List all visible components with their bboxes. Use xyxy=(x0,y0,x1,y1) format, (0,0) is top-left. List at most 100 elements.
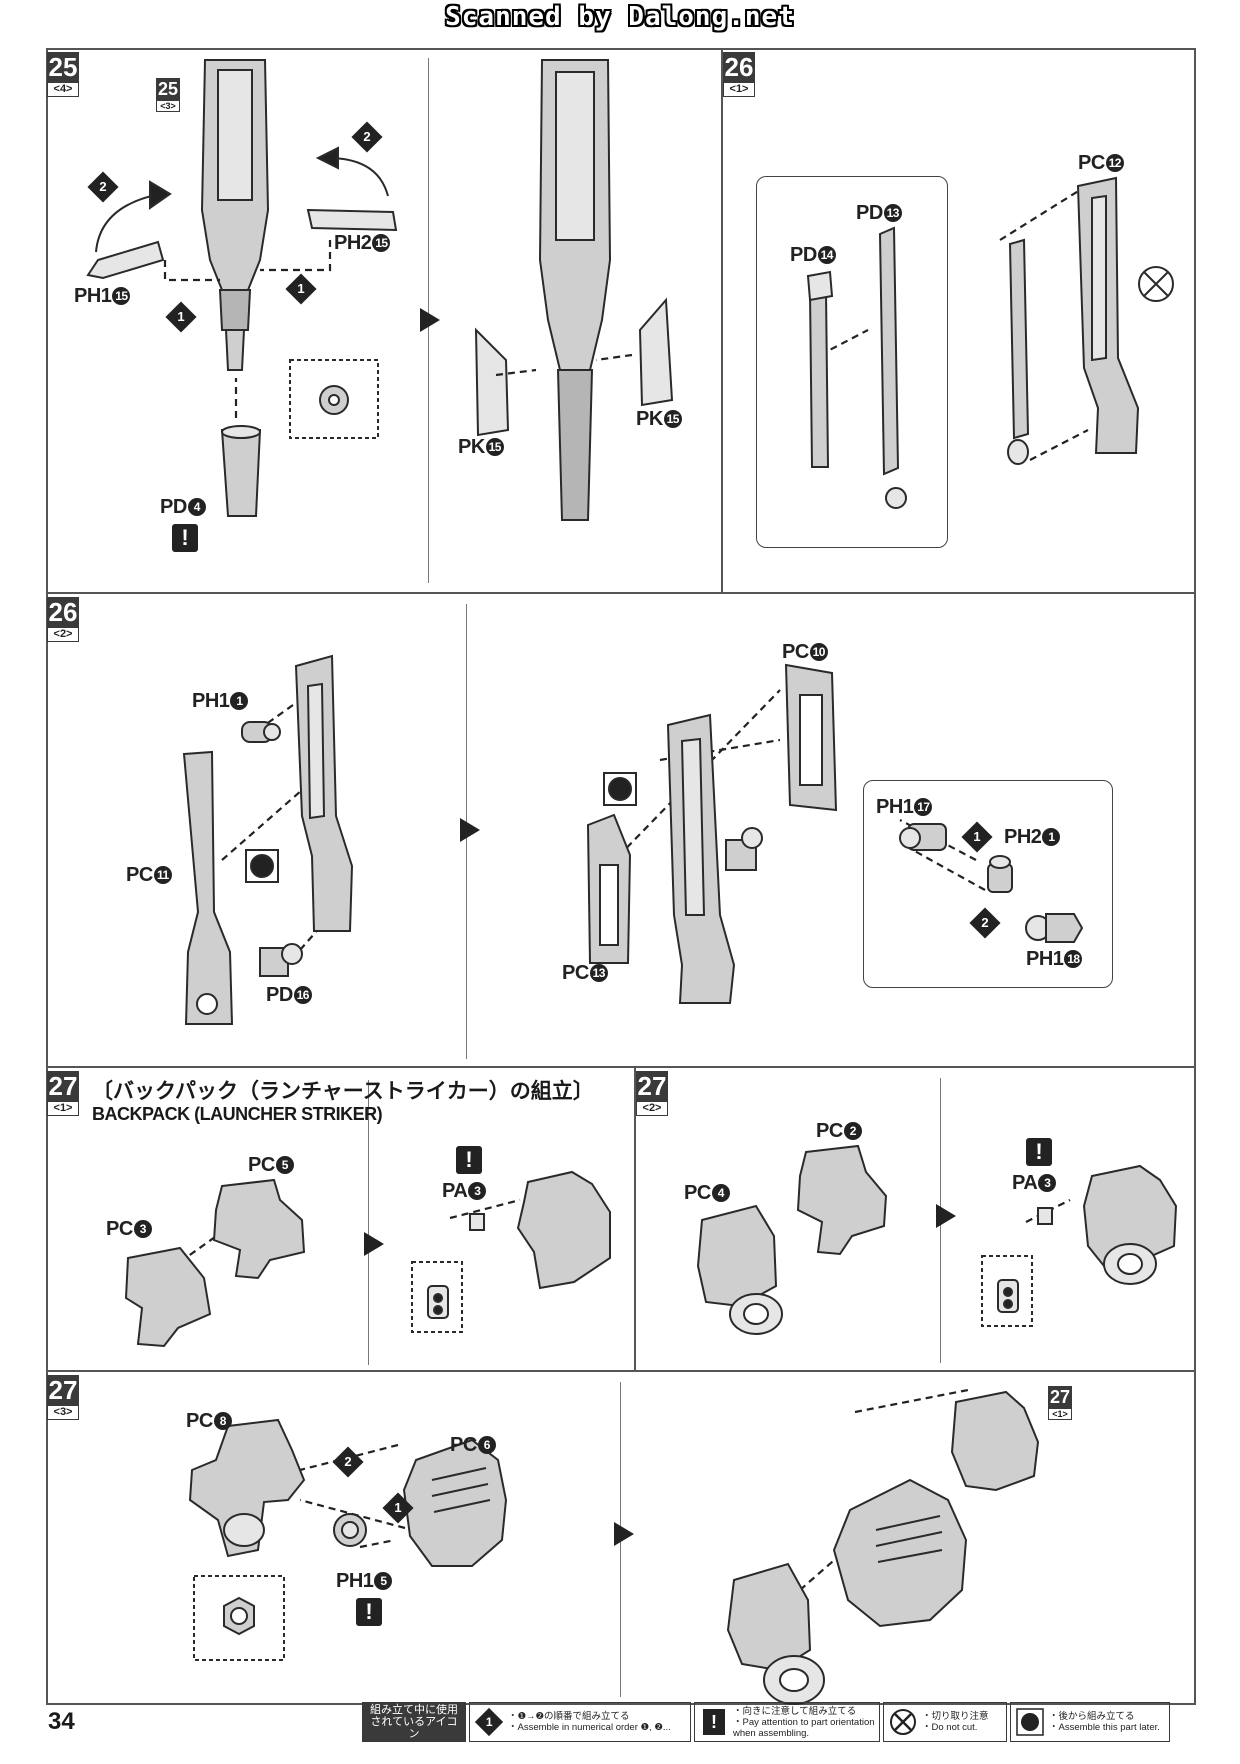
next-step-arrow xyxy=(460,818,480,842)
order-mark-1: 1 xyxy=(961,821,993,853)
row-divider xyxy=(46,1066,1196,1068)
symbol-legend: 組み立て中に使用されているアイコン Symbols used in instru… xyxy=(362,1702,1170,1762)
pa3-detail-box xyxy=(411,1261,463,1333)
sub-step-divider xyxy=(368,1080,369,1365)
legend-header: 組み立て中に使用されているアイコン Symbols used in instru… xyxy=(362,1702,466,1762)
order-mark-1: 1 xyxy=(285,273,317,305)
ref-step-27-1: 27<1> xyxy=(1048,1386,1072,1420)
assemble-later-icon xyxy=(603,772,637,806)
next-step-arrow xyxy=(936,1204,956,1228)
backpack-side-part xyxy=(726,1562,825,1705)
legend-item-do-not-cut: ・切り取り注意・Do not cut. xyxy=(883,1702,1007,1742)
order-mark-2: 2 xyxy=(351,121,383,153)
warning-icon: ! xyxy=(172,524,198,552)
row-divider xyxy=(46,592,1196,594)
callout-box xyxy=(863,780,1113,988)
next-step-arrow xyxy=(614,1522,634,1546)
callout-box xyxy=(756,176,948,548)
backpack-body-part xyxy=(832,1478,968,1628)
launcher-barrel-part xyxy=(200,59,270,371)
col-divider xyxy=(721,48,723,593)
pd16-joint-part xyxy=(259,943,303,977)
page-number: 34 xyxy=(48,1708,75,1735)
ph1-17-part xyxy=(899,823,947,851)
ph1-15-fin-part xyxy=(86,240,165,280)
pd14-rod-part xyxy=(806,270,834,468)
pc11-frame-part xyxy=(182,750,234,1025)
pc12-frame-part xyxy=(1076,176,1140,454)
warning-icon: ! xyxy=(356,1598,382,1626)
ph1-5-detail-box xyxy=(193,1575,285,1661)
warning-icon: ! xyxy=(1026,1138,1052,1166)
step-number-26-1: 26<1> xyxy=(723,52,755,97)
assemble-later-icon xyxy=(1015,1707,1045,1737)
pc4-assembled-part xyxy=(1082,1164,1178,1285)
ph1-1-peg-part xyxy=(241,721,281,743)
col-divider xyxy=(634,1066,636,1371)
section-title-jp: 〔バックパック（ランチャーストライカー）の組立〕 xyxy=(92,1080,594,1103)
rotate-arrow xyxy=(95,180,172,253)
order-mark-1: 1 xyxy=(382,1492,414,1524)
scan-watermark: Scanned by Dalong.net xyxy=(445,2,795,32)
step-number-25-4: 25<4> xyxy=(47,52,79,97)
assembled-barrel-part xyxy=(538,59,612,521)
instruction-frame xyxy=(46,48,1196,1705)
rotate-arrow xyxy=(315,146,389,197)
pa3-detail-box xyxy=(981,1255,1033,1327)
warning-icon: ! xyxy=(456,1146,482,1174)
pc8-part xyxy=(188,1418,306,1558)
ph2-1-part xyxy=(987,855,1013,893)
row-divider xyxy=(46,1370,1196,1372)
order-mark-2: 2 xyxy=(969,907,1001,939)
pc5-assembled-part xyxy=(516,1170,611,1290)
legend-item-assemble-later: ・後から組み立てる・Assemble this part later. xyxy=(1010,1702,1170,1742)
ph1-5-part xyxy=(333,1513,367,1547)
ref-step-25-3: 25<3> xyxy=(156,78,180,112)
legend-item-order: 1 ・❶→❷の順番で組み立てる・Assemble in numerical or… xyxy=(469,1702,691,1742)
ph2-15-fin-part xyxy=(306,208,398,232)
pc2-part xyxy=(796,1144,888,1256)
section-title-en: BACKPACK (LAUNCHER STRIKER) xyxy=(92,1104,383,1124)
order-mark-2: 2 xyxy=(332,1446,364,1478)
pc6-part xyxy=(402,1438,508,1567)
rod-assembly-part xyxy=(1007,238,1030,465)
next-step-arrow xyxy=(420,308,440,332)
pk15-right-part xyxy=(638,297,674,407)
joint-cap-part xyxy=(725,827,763,871)
step-number-26-2: 26<2> xyxy=(47,597,79,642)
do-not-cut-icon xyxy=(1138,266,1174,302)
pc4-part xyxy=(696,1204,783,1335)
step-number-27-1: 27<1> xyxy=(47,1071,79,1116)
warning-icon: ! xyxy=(699,1707,729,1737)
pd13-rod-part xyxy=(878,226,907,509)
ph1-18-part xyxy=(1025,913,1084,943)
step-number-27-2: 27<2> xyxy=(636,1071,668,1116)
assembled-arm-part xyxy=(666,713,736,1004)
pk15-left-part xyxy=(474,327,510,437)
pc10-frame-part xyxy=(784,663,838,812)
step-number-27-3: 27<3> xyxy=(47,1375,79,1420)
order-mark-1: 1 xyxy=(165,301,197,333)
